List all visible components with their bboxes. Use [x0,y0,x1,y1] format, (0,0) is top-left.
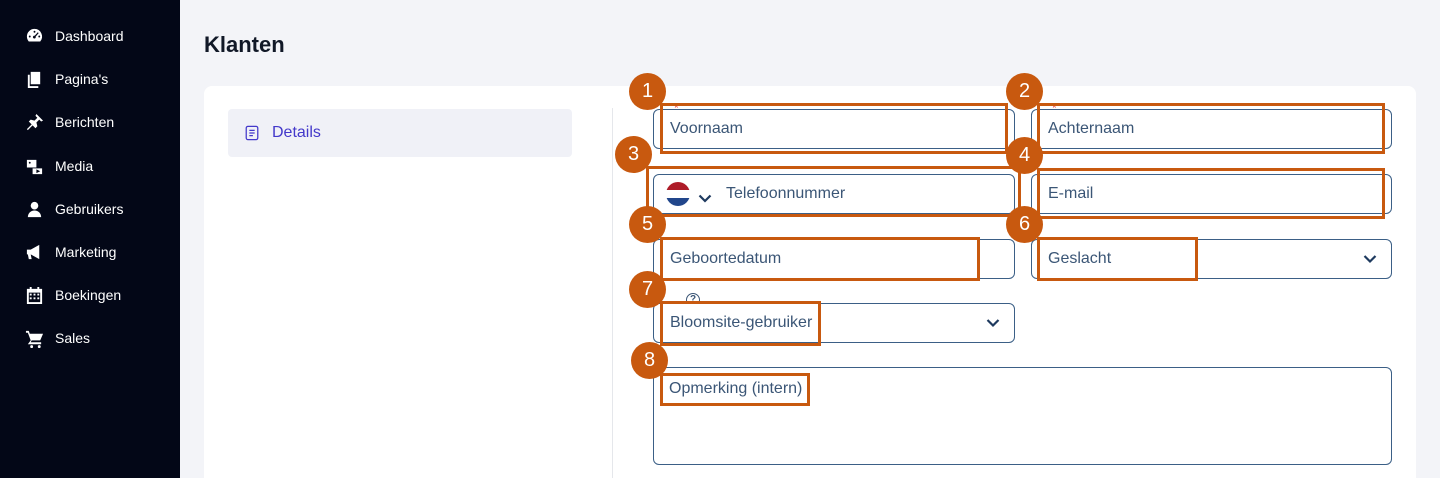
sidebar-item-sales[interactable]: Sales [24,326,90,350]
media-icon [24,156,44,176]
user-type-select[interactable]: Bloomsite-gebruiker [653,303,1015,343]
cart-icon [24,328,44,348]
gender-select[interactable]: Geslacht [1031,239,1392,279]
email-placeholder: E-mail [1048,185,1094,202]
document-icon [244,124,262,142]
note-textarea[interactable] [653,367,1392,465]
phone-placeholder: Telefoonnummer [726,185,846,202]
note-placeholder: Opmerking (intern) [669,380,803,397]
last-name-field[interactable]: Achternaam [1031,109,1392,149]
sidebar-item-berichten[interactable]: Berichten [24,110,114,134]
last-name-placeholder: Achternaam [1048,120,1135,137]
user-icon [24,199,44,219]
country-chevron-down-icon[interactable] [698,190,712,203]
first-name-placeholder: Voornaam [670,120,743,137]
dashboard-icon [24,26,44,46]
sidebar-item-marketing[interactable]: Marketing [24,240,116,264]
required-marker: * [674,101,679,115]
required-marker: * [1052,101,1057,115]
phone-field[interactable]: Telefoonnummer [653,174,1015,214]
email-field[interactable]: E-mail [1031,174,1392,214]
sidebar-item-label: Sales [55,330,91,346]
pin-icon [24,112,44,132]
chevron-down-icon [986,319,1000,328]
sidebar-item-boekingen[interactable]: Boekingen [24,283,121,307]
chevron-down-icon [1363,255,1377,264]
tab-details[interactable]: Details [228,109,572,157]
user-type-value: Bloomsite-gebruiker [670,314,813,331]
sidebar-item-label: Boekingen [55,287,122,303]
first-name-field[interactable]: Voornaam [653,109,1015,149]
sidebar-item-label: Pagina's [55,71,109,87]
sidebar-item-gebruikers[interactable]: Gebruikers [24,197,123,221]
sidebar-item-label: Marketing [55,244,117,260]
megaphone-icon [24,242,44,262]
sidebar-item-media[interactable]: Media [24,154,93,178]
page-title: Klanten [204,32,285,57]
sidebar-item-label: Gebruikers [55,201,124,217]
sidebar-item-label: Dashboard [55,28,124,44]
birthdate-field[interactable]: Geboortedatum [653,239,1015,279]
tab-details-label: Details [272,124,321,141]
calendar-icon [24,285,44,305]
birthdate-placeholder: Geboortedatum [670,250,782,267]
sidebar: Dashboard Pagina's Berichten Media Gebru… [0,0,180,478]
sidebar-item-label: Berichten [55,114,115,130]
netherlands-flag-icon[interactable] [666,182,690,206]
gender-value: Geslacht [1048,250,1112,267]
vertical-divider [612,108,613,478]
sidebar-item-dashboard[interactable]: Dashboard [24,24,124,48]
pages-icon [24,69,44,89]
sidebar-item-label: Media [55,158,94,174]
sidebar-item-pages[interactable]: Pagina's [24,67,108,91]
